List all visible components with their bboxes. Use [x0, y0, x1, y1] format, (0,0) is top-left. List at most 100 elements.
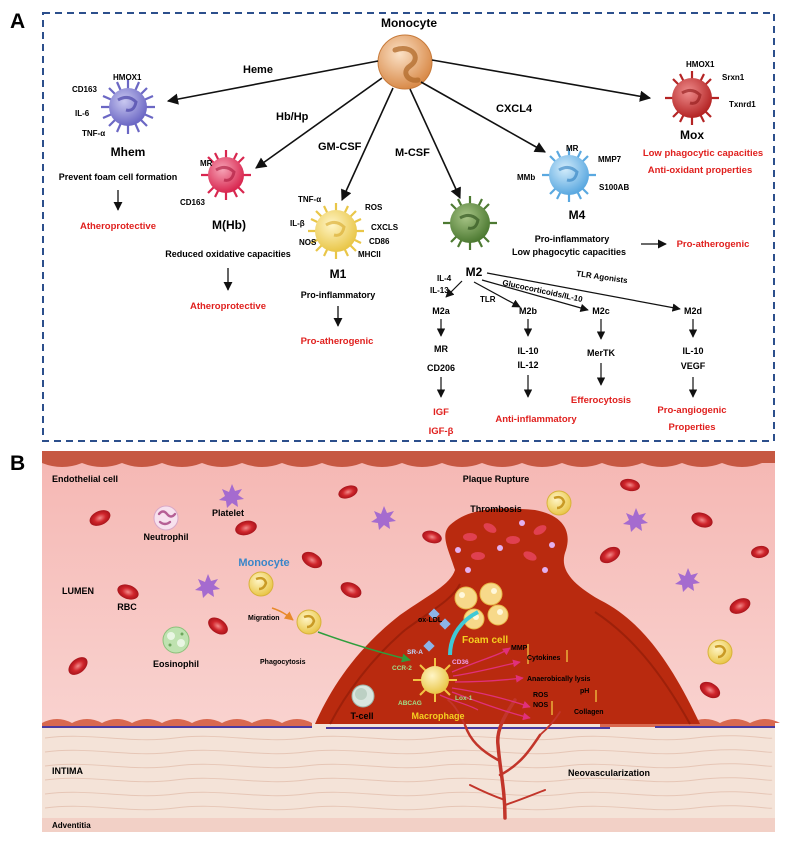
panel-label-b: B	[10, 452, 25, 475]
rbc-icon	[422, 530, 442, 544]
label-neovascularization: Neovascularization	[568, 768, 650, 778]
m4-marker-s100ab: S100AB	[599, 183, 629, 192]
rbc-icon	[729, 598, 751, 614]
panel-a-border	[42, 12, 775, 442]
rbc-icon	[699, 681, 721, 699]
intima-texture	[44, 735, 773, 811]
m1-marker-ros: ROS	[365, 203, 383, 212]
rbc-icon	[340, 582, 362, 598]
mhb-marker-mr: MR	[200, 159, 213, 168]
stim-mcsf: M-CSF	[395, 147, 430, 159]
m1-function: Pro-inflammatory	[301, 290, 376, 300]
label-eosinophil: Eosinophil	[153, 659, 199, 669]
stim-gmcsf: GM-CSF	[318, 141, 362, 153]
mhb-name: M(Hb)	[212, 218, 246, 232]
m2-name: M2	[466, 265, 483, 279]
label-sra: SR-A	[407, 649, 423, 656]
m4-name: M4	[569, 208, 586, 222]
m2b-outcome: Anti-inflammatory	[495, 414, 577, 425]
rbc-icon	[235, 520, 257, 536]
m1-outcome: Pro-atherogenic	[301, 336, 374, 347]
mhb-outcome: Atheroprotective	[190, 301, 266, 312]
m2a-marker-mr: MR	[434, 344, 448, 354]
mhem-marker-cd163: CD163	[72, 85, 97, 94]
mhem-cell-icon	[101, 80, 155, 134]
top-endothelium	[42, 451, 775, 467]
m2d-outcome-2: Properties	[669, 422, 716, 433]
mhb-function: Reduced oxidative capacities	[165, 249, 291, 259]
m4-cell-icon	[542, 148, 596, 202]
mhem-name: Mhem	[111, 145, 146, 159]
mhem-marker-tnfa: TNF-α	[82, 129, 105, 138]
label-cytokines: Cytokines	[527, 655, 561, 662]
monocyte-cell-icon	[377, 34, 433, 90]
main-arrows	[166, 59, 652, 202]
rbc-icon	[117, 584, 139, 600]
migration-arrow	[271, 607, 294, 621]
m2-branch-arrows	[445, 272, 681, 312]
m2-cell-icon	[443, 196, 497, 250]
foam-conversion-arrow	[448, 610, 479, 656]
label-thrombosis: Thrombosis	[470, 504, 522, 514]
m1-marker-cxcls: CXCLS	[371, 223, 399, 232]
m4-marker-mr: MR	[566, 144, 579, 153]
rbc-icon	[620, 478, 640, 492]
m2d-marker-vegf: VEGF	[681, 361, 706, 371]
label-monocyte: Monocyte	[238, 557, 289, 569]
label-foam-cell: Foam cell	[462, 635, 508, 646]
m1-marker-mhcii: MHCII	[358, 250, 381, 259]
panel-b: B	[10, 451, 780, 832]
m2b-marker-il12: IL-12	[517, 360, 538, 370]
label-lumen: LUMEN	[62, 586, 94, 596]
label-plaque-rupture: Plaque Rupture	[463, 474, 530, 484]
label-neutrophil: Neutrophil	[144, 532, 189, 542]
mox-marker-txnrd1: Txnrd1	[729, 100, 756, 109]
rbc-icon	[338, 485, 358, 499]
mox-outcome-1: Low phagocytic capacities	[643, 148, 763, 159]
mhb-cell-icon	[201, 150, 251, 200]
m4-outcome: Pro-atherogenic	[677, 239, 750, 250]
mox-name: Mox	[680, 128, 704, 142]
label-adventitia: Adventitia	[52, 821, 91, 830]
label-ccr2: CCR-2	[392, 665, 412, 672]
platelet-icon	[195, 574, 220, 598]
rbc-icon	[301, 551, 323, 569]
m2-stim-il13: IL-13	[430, 286, 449, 295]
eosinophil-icon	[162, 626, 190, 654]
label-rbc: RBC	[117, 602, 137, 612]
label-phagocytosis: Phagocytosis	[260, 659, 306, 666]
oxldl-icon	[423, 608, 451, 652]
mhem-outcome: Atheroprotective	[80, 221, 156, 232]
foam-cells-icon	[454, 582, 509, 630]
label-t-cell: T-cell	[350, 711, 373, 721]
label-collagen: Collagen	[574, 709, 604, 716]
m2b-name: M2b	[519, 306, 538, 316]
platelet-icon	[219, 484, 244, 508]
m2a-outcome-igfb: IGF-β	[429, 426, 454, 437]
platelet-icon	[623, 508, 648, 532]
mhem-marker-hmox1: HMOX1	[113, 73, 142, 82]
label-macrophage: Macrophage	[411, 711, 464, 721]
m2d-marker-il10: IL-10	[682, 346, 703, 356]
stim-hbhp: Hb/Hp	[276, 111, 309, 123]
rbc-icon	[691, 512, 713, 528]
m2c-marker-mertk: MerTK	[587, 348, 616, 358]
label-nos: NOS	[533, 702, 549, 709]
m1-name: M1	[330, 267, 347, 281]
m2c-name: M2c	[592, 306, 610, 316]
stim-cxcl4: CXCL4	[496, 103, 533, 115]
neovascularization-vessel	[447, 698, 561, 820]
platelet-icon	[675, 568, 700, 592]
rbc-icon	[599, 546, 621, 564]
effect-arrows	[439, 647, 531, 721]
label-oxldl: ox-LDL	[418, 617, 443, 624]
m2c-outcome: Efferocytosis	[571, 395, 631, 406]
stim-heme: Heme	[243, 64, 273, 76]
lumen-monocyte-icon	[707, 639, 733, 665]
label-endothelial: Endothelial cell	[52, 474, 118, 484]
m4-function-2: Low phagocytic capacities	[512, 247, 626, 257]
mox-cell-icon	[665, 71, 719, 125]
m2d-name: M2d	[684, 306, 702, 316]
label-ph: pH	[580, 688, 589, 695]
